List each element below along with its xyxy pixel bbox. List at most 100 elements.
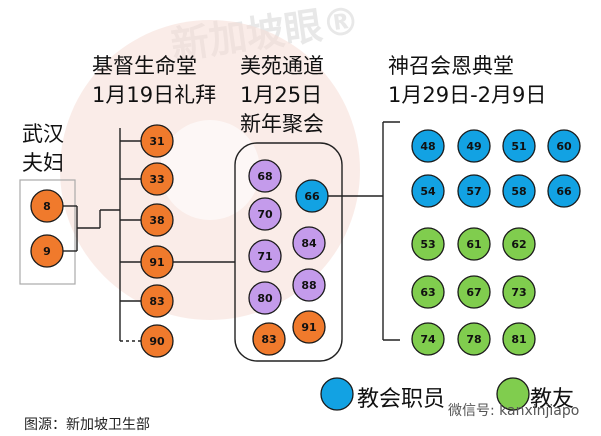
case-node-78-label: 78 xyxy=(466,333,481,346)
case-node-73-label: 73 xyxy=(511,286,526,299)
case-node-91: 91 xyxy=(140,245,174,279)
case-node-51: 51 xyxy=(502,129,536,163)
case-node-84-circle xyxy=(292,226,326,260)
case-node-80-circle xyxy=(248,281,282,315)
case-node-60-circle xyxy=(547,129,581,163)
case-node-61-label: 61 xyxy=(466,238,481,251)
header-life-church-line1: 基督生命堂 xyxy=(92,54,197,78)
case-node-48: 48 xyxy=(411,129,445,163)
case-node-48-label: 48 xyxy=(420,140,435,153)
case-node-70-circle xyxy=(248,197,282,231)
case-node-74-circle xyxy=(411,322,445,356)
case-node-63-circle xyxy=(411,275,445,309)
case-node-91-circle xyxy=(140,245,174,279)
case-node-78-circle xyxy=(457,322,491,356)
header-mei-yuan: 美苑通道 1月25日 新年聚会 xyxy=(240,52,324,139)
case-node-58-label: 58 xyxy=(511,185,526,198)
case-node-9-label: 9 xyxy=(43,245,51,258)
case-node-49-circle xyxy=(457,129,491,163)
case-node-60: 60 xyxy=(547,129,581,163)
case-node-9-circle xyxy=(30,234,64,268)
case-node-62-circle xyxy=(502,227,536,261)
case-node-31-label: 31 xyxy=(149,135,164,148)
legend-members-label: 教友 xyxy=(530,387,575,412)
case-node-38-circle xyxy=(140,203,174,237)
case-node-88-circle xyxy=(292,268,326,302)
case-node-81: 81 xyxy=(502,322,536,356)
case-node-38: 38 xyxy=(140,203,174,237)
case-node-57: 57 xyxy=(457,174,491,208)
case-node-60-label: 60 xyxy=(556,140,572,153)
case-node-61-circle xyxy=(457,227,491,261)
case-node-83-label: 83 xyxy=(149,295,164,308)
case-node-66: 66 xyxy=(547,174,581,208)
case-node-71-label: 71 xyxy=(257,250,272,263)
source-caption: 图源：新加坡卫生部 xyxy=(24,417,150,433)
case-node-62-label: 62 xyxy=(511,238,526,251)
header-mei-yuan-line2: 1月25日 xyxy=(240,83,323,107)
header-life-church-line2: 1月19日礼拜 xyxy=(92,83,217,107)
legend-members-swatch-circle xyxy=(496,377,530,411)
case-node-74: 74 xyxy=(411,322,445,356)
case-node-51-circle xyxy=(502,129,536,163)
case-node-54-label: 54 xyxy=(420,185,436,198)
header-mei-yuan-line1: 美苑通道 xyxy=(240,54,324,78)
case-node-73: 73 xyxy=(502,275,536,309)
case-node-51-label: 51 xyxy=(511,140,526,153)
case-node-8-label: 8 xyxy=(43,200,51,213)
mei-yuan-box xyxy=(234,142,343,362)
case-node-68-circle xyxy=(248,159,282,193)
case-node-57-label: 57 xyxy=(466,185,481,198)
case-node-66-circle xyxy=(547,174,581,208)
case-node-91: 91 xyxy=(292,310,326,344)
case-node-53-circle xyxy=(411,227,445,261)
case-node-31-circle xyxy=(140,124,174,158)
header-grace-church: 神召会恩典堂 1月29日-2月9日 xyxy=(388,52,546,110)
case-node-67: 67 xyxy=(457,275,491,309)
case-node-63: 63 xyxy=(411,275,445,309)
case-node-71: 71 xyxy=(248,239,282,273)
header-wuhan-line2: 夫妇 xyxy=(22,151,64,175)
case-node-88-label: 88 xyxy=(301,279,316,292)
case-node-8: 8 xyxy=(30,189,64,223)
case-node-66: 66 xyxy=(295,179,329,213)
case-node-83: 83 xyxy=(140,284,174,318)
case-node-83-circle xyxy=(252,322,286,356)
case-node-91-circle xyxy=(292,310,326,344)
case-node-8-circle xyxy=(30,189,64,223)
case-node-91-label: 91 xyxy=(149,256,164,269)
case-node-68: 68 xyxy=(248,159,282,193)
case-node-48-circle xyxy=(411,129,445,163)
case-node-49-label: 49 xyxy=(466,140,481,153)
case-node-81-label: 81 xyxy=(511,333,526,346)
case-node-90-label: 90 xyxy=(149,335,165,348)
case-node-68-label: 68 xyxy=(257,170,272,183)
case-node-33-circle xyxy=(140,162,174,196)
case-node-53-label: 53 xyxy=(420,238,435,251)
case-node-33: 33 xyxy=(140,162,174,196)
case-node-33-label: 33 xyxy=(149,173,164,186)
case-node-67-label: 67 xyxy=(466,286,481,299)
header-grace-church-line2: 1月29日-2月9日 xyxy=(388,83,547,107)
case-node-49: 49 xyxy=(457,129,491,163)
case-node-83-label: 83 xyxy=(261,333,276,346)
header-mei-yuan-line3: 新年聚会 xyxy=(240,112,324,136)
header-grace-church-line1: 神召会恩典堂 xyxy=(388,54,514,78)
header-wuhan-line1: 武汉 xyxy=(22,122,64,146)
case-node-80-label: 80 xyxy=(257,292,273,305)
case-node-83-circle xyxy=(140,284,174,318)
case-node-90: 90 xyxy=(140,324,174,358)
case-node-81-circle xyxy=(502,322,536,356)
case-node-88: 88 xyxy=(292,268,326,302)
legend-staff-swatch xyxy=(320,377,354,411)
case-node-9: 9 xyxy=(30,234,64,268)
case-node-84-label: 84 xyxy=(301,237,317,250)
case-node-90-circle xyxy=(140,324,174,358)
case-node-70-label: 70 xyxy=(257,208,273,221)
connector-lines xyxy=(63,121,400,342)
case-node-66-circle xyxy=(295,179,329,213)
case-node-54: 54 xyxy=(411,174,445,208)
case-node-38-label: 38 xyxy=(149,214,164,227)
legend-staff-swatch-circle xyxy=(320,377,354,411)
